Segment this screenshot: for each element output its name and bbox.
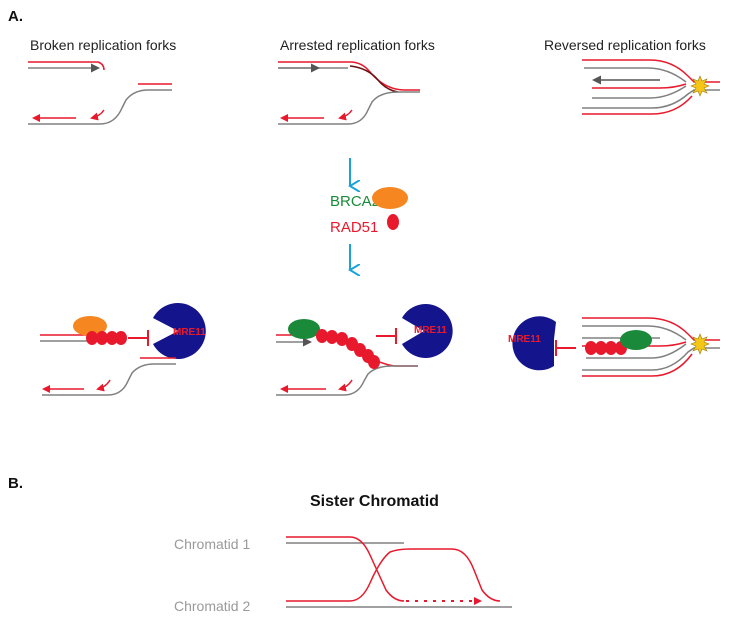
damage-star-icon [690, 75, 710, 97]
panel-b-label: B. [8, 475, 23, 492]
damage-star-icon-2 [690, 333, 710, 355]
broken-fork-protected: MRE11 [40, 303, 206, 396]
broken-fork-diagram [28, 61, 172, 125]
panel-a-label: A. [8, 8, 23, 25]
chromatid-2-label: Chromatid 2 [174, 598, 250, 614]
rad51-label: RAD51 [330, 219, 378, 236]
fork-label-reversed: Reversed replication forks [544, 37, 706, 53]
mre11-pacman-icon-3 [512, 316, 556, 371]
reversed-fork-diagram [582, 59, 720, 115]
fork-label-arrested: Arrested replication forks [280, 37, 435, 53]
svg-text:MRE11: MRE11 [508, 334, 541, 345]
svg-text:MRE11: MRE11 [414, 325, 447, 336]
rad51-shape [387, 214, 399, 230]
brca2-bound-green [288, 319, 320, 339]
brca2-shape [372, 187, 408, 209]
panel-b-title: Sister Chromatid [310, 493, 439, 510]
mre11-pacman-icon [153, 303, 206, 359]
fork-label-broken: Broken replication forks [30, 37, 176, 53]
mre11-pacman-icon-2 [402, 304, 453, 358]
arrested-fork-protected: MRE11 [276, 304, 453, 396]
reversed-fork-protected: MRE11 [508, 316, 720, 377]
brca2-label: BRCA2 [330, 193, 380, 210]
arrested-fork-diagram [278, 61, 420, 125]
svg-text:MRE11: MRE11 [173, 327, 206, 338]
brca2-bound-orange [73, 316, 107, 336]
sister-chromatid-diagram [286, 536, 512, 608]
brca2-bound-green-2 [620, 330, 652, 350]
chromatid-1-label: Chromatid 1 [174, 536, 250, 552]
